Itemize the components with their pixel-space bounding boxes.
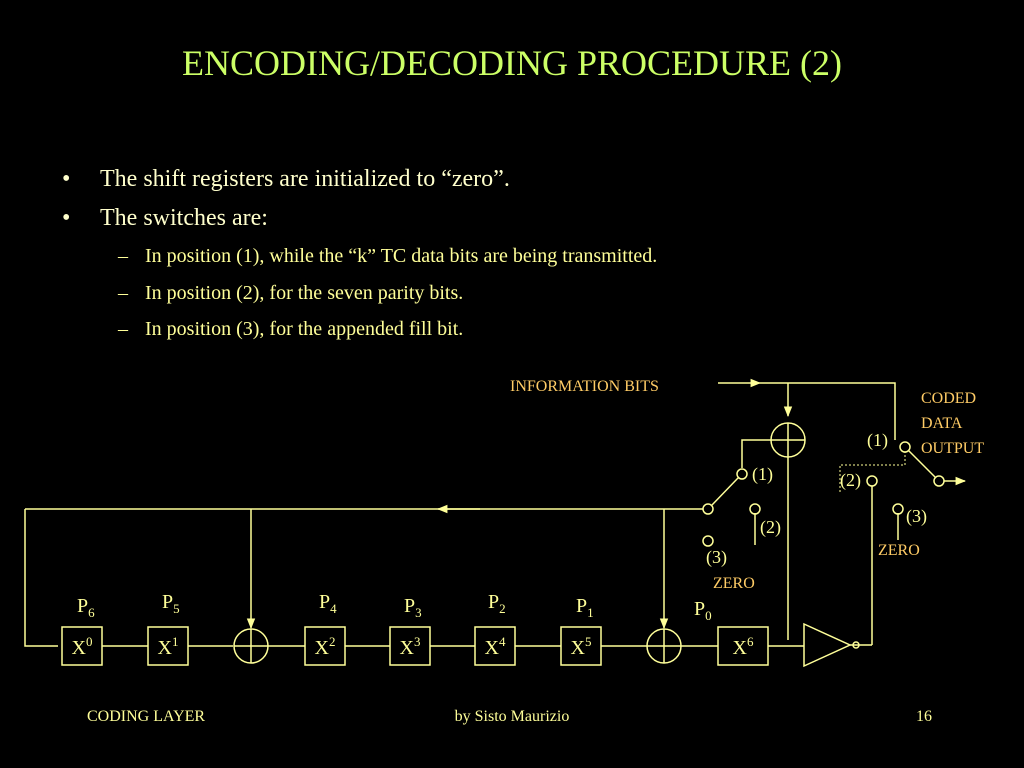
feedback-pos3-label: (3) bbox=[706, 547, 727, 568]
parity-p2-label: P2 bbox=[488, 591, 506, 616]
output-buffer bbox=[803, 622, 852, 668]
input-label: INFORMATION BITS bbox=[510, 378, 659, 395]
footer-center: by Sisto Maurizio bbox=[454, 708, 570, 725]
page-number: 16 bbox=[916, 708, 932, 725]
register-x2-label: X2 bbox=[315, 634, 336, 659]
output-switch-pivot bbox=[933, 475, 945, 487]
output-pos3-label: (3) bbox=[906, 506, 927, 527]
register-x3-label: X3 bbox=[400, 634, 421, 659]
parity-p0-label: P0 bbox=[694, 598, 712, 623]
bullet-text: The switches are: bbox=[100, 205, 268, 231]
sub-bullet-text: In position (3), for the appended fill b… bbox=[145, 318, 464, 340]
sub-bullet-text: In position (2), for the seven parity bi… bbox=[145, 282, 464, 304]
feedback-switch-pos2 bbox=[749, 503, 761, 515]
feedback-to-x0 bbox=[24, 509, 58, 647]
xor-to-switch bbox=[741, 439, 771, 468]
input-bus bbox=[760, 382, 896, 440]
bullet-glyph: • bbox=[62, 166, 71, 192]
buffer-node bbox=[852, 641, 860, 649]
parity-p4-label: P4 bbox=[319, 591, 337, 616]
feedback-pos1-label: (1) bbox=[752, 464, 773, 485]
bullet-glyph: • bbox=[62, 205, 71, 231]
footer-left: CODING LAYER bbox=[87, 708, 206, 725]
bullet-text: The shift registers are initialized to “… bbox=[100, 166, 510, 192]
feedback-switch-pivot bbox=[702, 503, 714, 515]
output-label-1: CODED bbox=[921, 390, 976, 407]
register-x6-label: X6 bbox=[733, 634, 754, 659]
parity-p1-label: P1 bbox=[576, 595, 594, 620]
feedback-switch-pos1 bbox=[736, 468, 748, 480]
output-label-3: OUTPUT bbox=[921, 440, 984, 457]
output-switch-pos3 bbox=[892, 503, 904, 515]
output-pos1-label: (1) bbox=[867, 430, 888, 451]
feedback-pos2-label: (2) bbox=[760, 517, 781, 538]
register-x1-label: X1 bbox=[158, 634, 179, 659]
register-x4-label: X4 bbox=[485, 634, 506, 659]
register-x0-label: X0 bbox=[72, 634, 93, 659]
output-switch-pos2 bbox=[866, 475, 878, 487]
feedback-zero-label: ZERO bbox=[713, 575, 755, 592]
parity-p3-label: P3 bbox=[404, 595, 422, 620]
slide-title: ENCODING/DECODING PROCEDURE (2) bbox=[182, 43, 842, 83]
dash-glyph: – bbox=[118, 245, 128, 267]
dash-glyph: – bbox=[118, 282, 128, 304]
output-label-2: DATA bbox=[921, 415, 963, 432]
encoder-diagram: INFORMATION BITS CODED DATA OUTPUT (1) (… bbox=[24, 378, 984, 668]
dash-glyph: – bbox=[118, 318, 128, 340]
output-pos2-label: (2) bbox=[840, 470, 861, 491]
sub-bullet-text: In position (1), while the “k” TC data b… bbox=[145, 245, 658, 267]
output-switch-blade bbox=[908, 450, 936, 478]
dotted-link bbox=[839, 452, 906, 492]
feedback-switch-pos3 bbox=[702, 535, 714, 547]
output-switch-pos1 bbox=[899, 441, 911, 453]
output-zero-label: ZERO bbox=[878, 542, 920, 559]
parity-p5-label: P5 bbox=[162, 591, 180, 616]
bullet-list: • The shift registers are initialized to… bbox=[0, 0, 1024, 360]
register-x5-label: X5 bbox=[571, 634, 592, 659]
feedback-switch-blade bbox=[711, 477, 739, 506]
parity-p6-label: P6 bbox=[77, 595, 95, 620]
